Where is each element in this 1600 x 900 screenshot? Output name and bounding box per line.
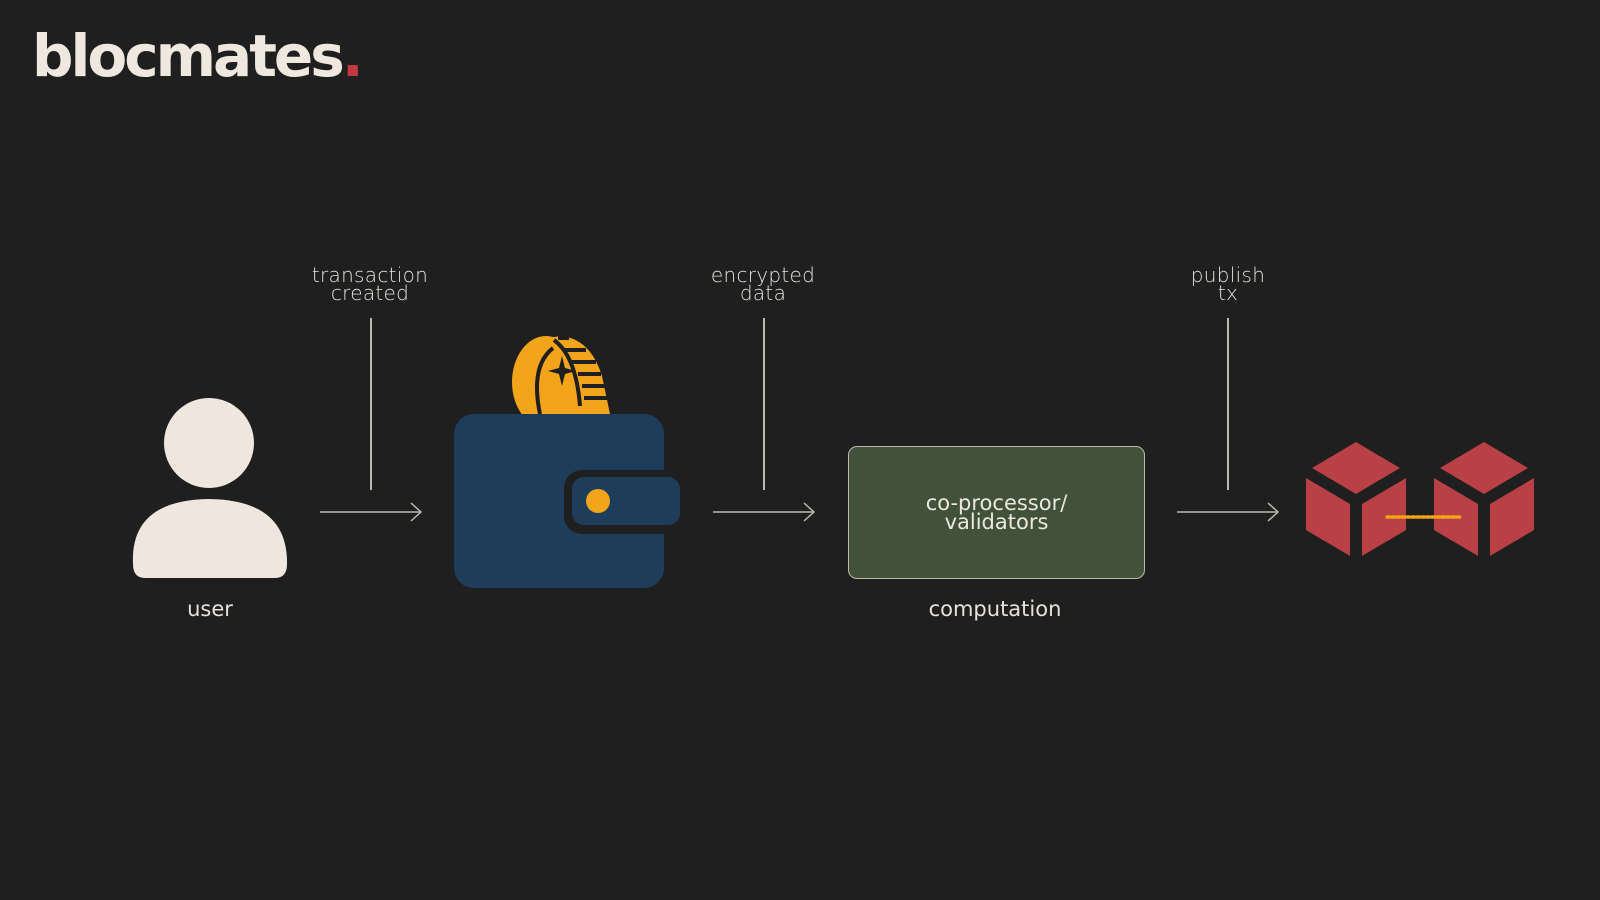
label-line: created (330, 281, 410, 305)
label-line: data (739, 281, 787, 305)
brand-logo: blocmates. (32, 22, 364, 90)
label-line: encrypted (710, 263, 816, 287)
arrow-icon (713, 502, 816, 522)
label-line: publish (1190, 263, 1266, 287)
blockchain-icon (1306, 442, 1534, 556)
user-icon (132, 398, 288, 578)
brand-name: blocmates (32, 22, 345, 90)
label-line: transaction (311, 263, 429, 287)
user-caption: user (187, 597, 233, 621)
processor-label-line1: co-processor/ (925, 490, 1068, 515)
brand-dot: . (341, 22, 364, 90)
connector-line (1227, 318, 1229, 490)
coin-icon (512, 336, 610, 428)
label-line: tx (1217, 281, 1239, 305)
computation-caption: computation (928, 597, 1062, 621)
processor-label-line2: validators (944, 509, 1049, 534)
arrow-icon (320, 502, 423, 522)
connector-line (763, 318, 765, 490)
connector-line (370, 318, 372, 490)
processor-box: co-processor/validators (848, 446, 1145, 579)
arrow-icon (1177, 502, 1280, 522)
wallet-icon (454, 336, 684, 588)
